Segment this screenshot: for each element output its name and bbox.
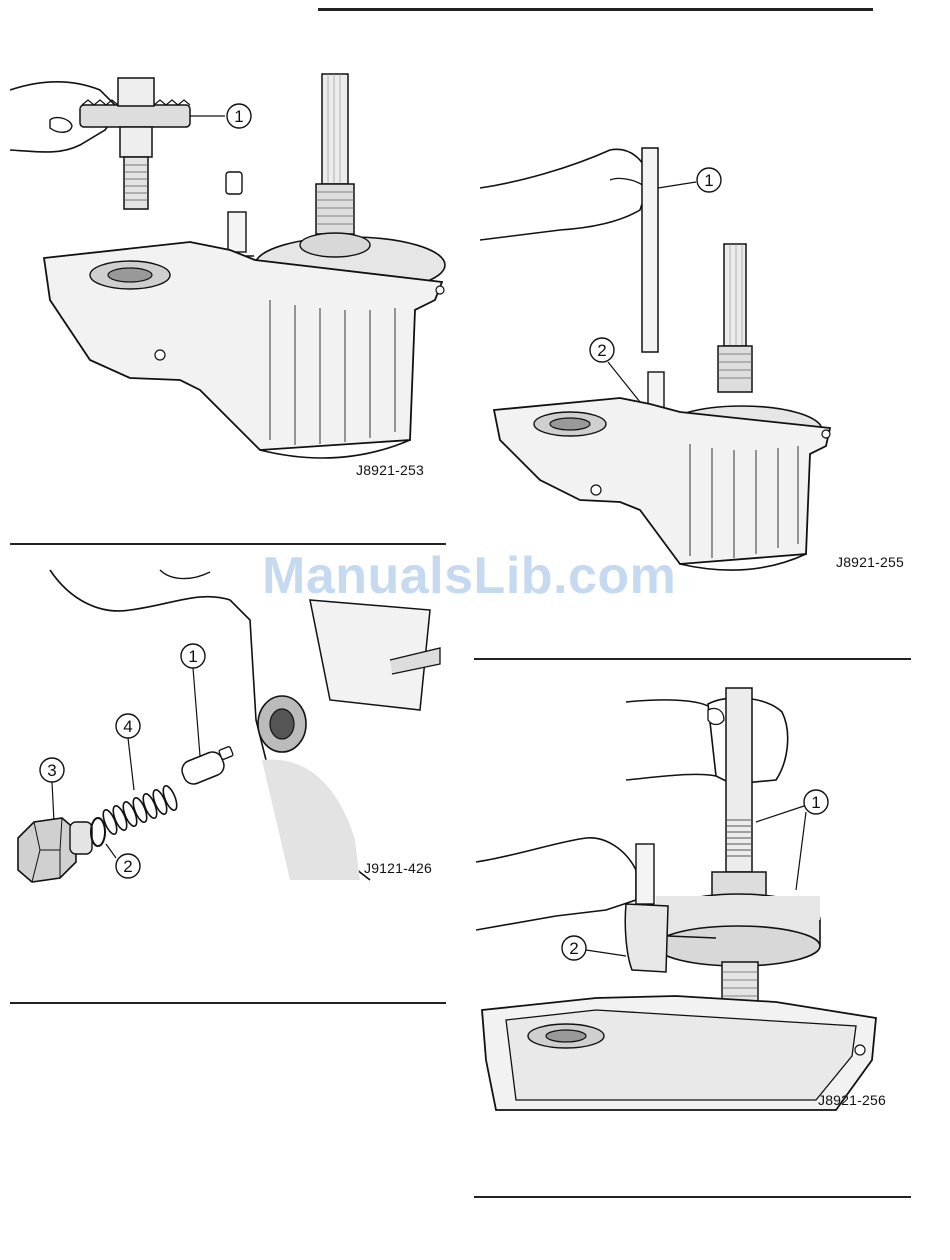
callout-3: 3	[47, 761, 56, 780]
figure-id-label: J9121-426	[364, 860, 432, 876]
figure-j8921-253: 1 J8921-253	[10, 60, 450, 490]
figure-j8921-255: 1 2 J8921-255	[480, 140, 920, 580]
callout-1: 1	[811, 793, 820, 812]
header-rule	[318, 8, 873, 11]
watermark: ManualsLib.com	[262, 546, 676, 606]
figure-j8921-255-illustration: 1 2	[480, 140, 920, 580]
callout-1: 1	[234, 107, 243, 126]
figure-id-label: J8921-255	[836, 554, 904, 570]
callout-2: 2	[569, 939, 578, 958]
figure-id-label: J8921-253	[356, 462, 424, 478]
divider-rule	[10, 543, 446, 545]
divider-rule	[474, 658, 911, 660]
figure-j9121-426: 1 4 3 2 J9121-426	[10, 560, 450, 890]
figure-id-label: J8921-256	[818, 1092, 886, 1108]
callout-2: 2	[597, 341, 606, 360]
figure-j9121-426-illustration: 1 4 3 2	[10, 560, 450, 890]
figure-j8921-256: 1 2 J8921-256	[476, 680, 916, 1120]
callout-4: 4	[123, 717, 132, 736]
figure-j8921-256-illustration: 1 2	[476, 680, 916, 1120]
figure-j8921-253-illustration: 1	[10, 60, 450, 490]
divider-rule	[474, 1196, 911, 1198]
callout-1: 1	[188, 647, 197, 666]
callout-2: 2	[123, 857, 132, 876]
callout-1: 1	[704, 171, 713, 190]
divider-rule	[10, 1002, 446, 1004]
